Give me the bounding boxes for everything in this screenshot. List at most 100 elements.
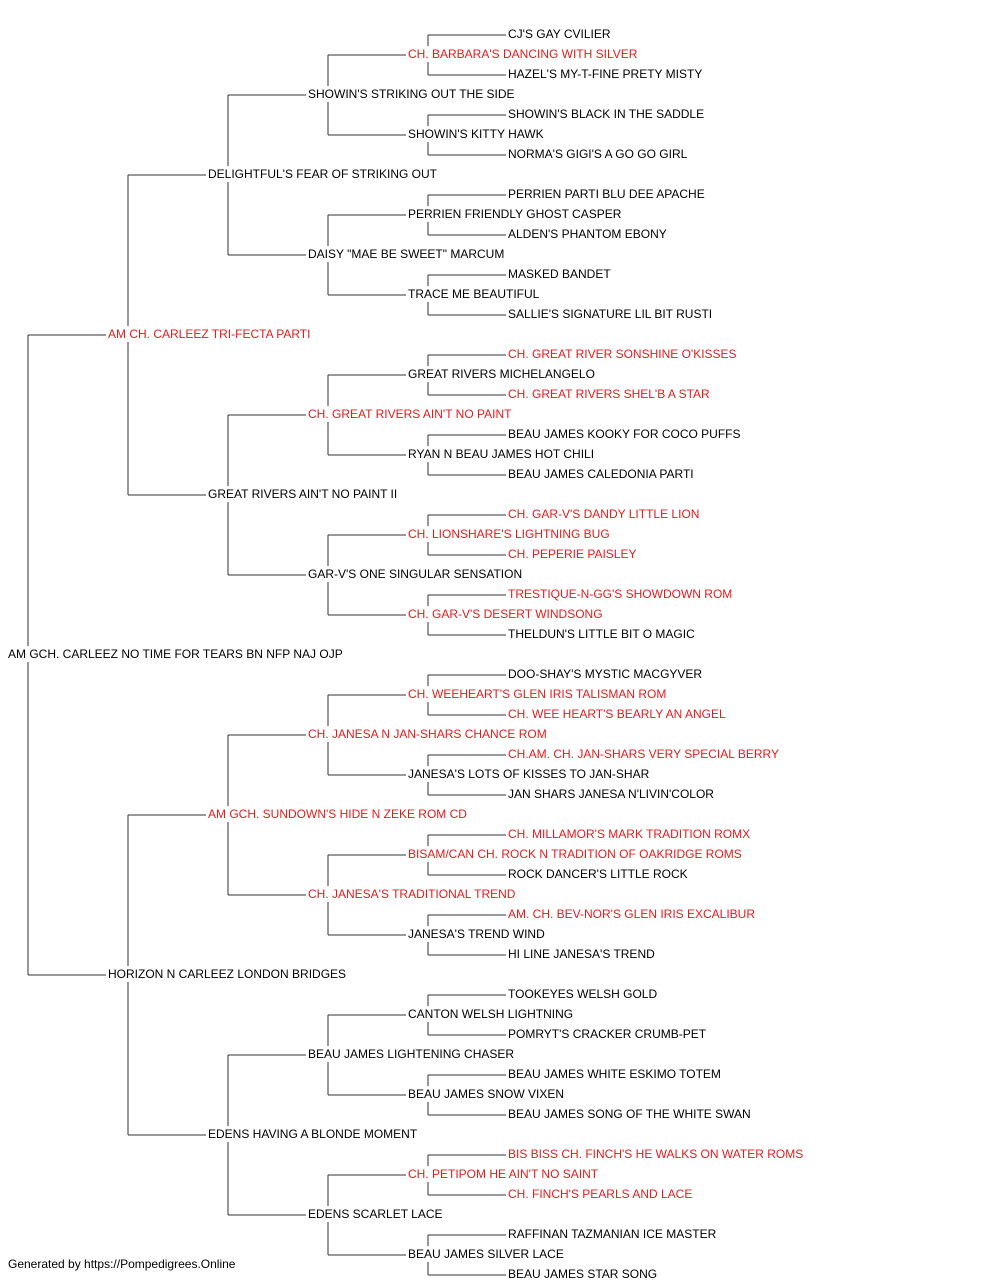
label-background bbox=[406, 766, 652, 782]
ancestor-name: DOO-SHAY'S MYSTIC MACGYVER bbox=[508, 667, 702, 681]
ancestor-name: THELDUN'S LITTLE BIT O MAGIC bbox=[508, 627, 695, 641]
label-background bbox=[506, 186, 707, 202]
label-background bbox=[506, 266, 614, 282]
label-background bbox=[406, 926, 548, 942]
ancestor-name: PERRIEN FRIENDLY GHOST CASPER bbox=[408, 207, 622, 221]
ancestor-name: HAZEL'S MY-T-FINE PRETY MISTY bbox=[508, 67, 702, 81]
ancestor-name: HI LINE JANESA'S TREND bbox=[508, 947, 655, 961]
ancestor-name: TOOKEYES WELSH GOLD bbox=[508, 987, 657, 1001]
ancestor-name: BEAU JAMES SNOW VIXEN bbox=[408, 1087, 564, 1101]
label-background bbox=[506, 1026, 709, 1042]
ancestor-name: EDENS SCARLET LACE bbox=[308, 1207, 443, 1221]
label-background bbox=[6, 646, 345, 662]
label-background bbox=[406, 286, 542, 302]
ancestor-name: BEAU JAMES SILVER LACE bbox=[408, 1247, 564, 1261]
label-background bbox=[506, 906, 758, 922]
ancestor-name: BISAM/CAN CH. ROCK N TRADITION OF OAKRID… bbox=[408, 847, 742, 861]
label-background bbox=[506, 546, 639, 562]
ancestor-name: RAFFINAN TAZMANIAN ICE MASTER bbox=[508, 1227, 717, 1241]
ancestor-name: CH. JANESA'S TRADITIONAL TREND bbox=[308, 887, 516, 901]
ancestor-name: HORIZON N CARLEEZ LONDON BRIDGES bbox=[108, 967, 346, 981]
label-background bbox=[406, 1166, 601, 1182]
ancestor-name: CJ'S GAY CVILIER bbox=[508, 27, 611, 41]
ancestor-name: SHOWIN'S KITTY HAWK bbox=[408, 127, 544, 141]
label-background bbox=[106, 326, 313, 342]
ancestor-name: CH. FINCH'S PEARLS AND LACE bbox=[508, 1187, 692, 1201]
label-background bbox=[406, 1086, 567, 1102]
ancestor-name: SALLIE'S SIGNATURE LIL BIT RUSTI bbox=[508, 307, 712, 321]
label-background bbox=[506, 26, 613, 42]
label-background bbox=[406, 1006, 576, 1022]
label-background bbox=[506, 1106, 753, 1122]
label-background bbox=[206, 166, 440, 182]
ancestor-name: BEAU JAMES WHITE ESKIMO TOTEM bbox=[508, 1067, 721, 1081]
ancestor-name: ROCK DANCER'S LITTLE ROCK bbox=[508, 867, 688, 881]
ancestor-name: DAISY "MAE BE SWEET" MARCUM bbox=[308, 247, 504, 261]
label-background bbox=[506, 466, 696, 482]
ancestor-name: CH.AM. CH. JAN-SHARS VERY SPECIAL BERRY bbox=[508, 747, 779, 761]
label-background bbox=[406, 366, 597, 382]
ancestor-name: BEAU JAMES KOOKY FOR COCO PUFFS bbox=[508, 427, 740, 441]
label-background bbox=[406, 686, 669, 702]
ancestor-name: JAN SHARS JANESA N'LIVIN'COLOR bbox=[508, 787, 714, 801]
label-background bbox=[506, 1146, 806, 1162]
label-background bbox=[306, 886, 518, 902]
label-background bbox=[306, 86, 517, 102]
label-background bbox=[406, 126, 546, 142]
label-background bbox=[406, 46, 640, 62]
ancestor-name: TRESTIQUE-N-GG'S SHOWDOWN ROM bbox=[508, 587, 732, 601]
label-background bbox=[506, 866, 690, 882]
ancestor-name: RYAN N BEAU JAMES HOT CHILI bbox=[408, 447, 594, 461]
ancestor-name: CH. GREAT RIVERS AIN'T NO PAINT bbox=[308, 407, 512, 421]
ancestor-name: JANESA'S LOTS OF KISSES TO JAN-SHAR bbox=[408, 767, 650, 781]
label-background bbox=[506, 346, 739, 362]
ancestor-name: BEAU JAMES LIGHTENING CHASER bbox=[308, 1047, 514, 1061]
label-background bbox=[306, 726, 549, 742]
ancestor-name: CH. MILLAMOR'S MARK TRADITION ROMX bbox=[508, 827, 750, 841]
label-background bbox=[506, 306, 715, 322]
ancestor-name: JANESA'S TREND WIND bbox=[408, 927, 545, 941]
label-background bbox=[406, 606, 605, 622]
label-background bbox=[406, 1246, 566, 1262]
label-background bbox=[406, 446, 597, 462]
ancestor-name: MASKED BANDET bbox=[508, 267, 611, 281]
ancestor-name: GREAT RIVERS MICHELANGELO bbox=[408, 367, 595, 381]
ancestor-name: CH. PEPERIE PAISLEY bbox=[508, 547, 637, 561]
label-background bbox=[506, 1266, 660, 1280]
label-background bbox=[506, 826, 753, 842]
ancestor-name: CH. WEE HEART'S BEARLY AN ANGEL bbox=[508, 707, 726, 721]
label-background bbox=[306, 1046, 517, 1062]
ancestor-name: BIS BISS CH. FINCH'S HE WALKS ON WATER R… bbox=[508, 1147, 803, 1161]
label-background bbox=[506, 386, 713, 402]
ancestor-name: CH. GREAT RIVERS SHEL'B A STAR bbox=[508, 387, 710, 401]
ancestor-name: CH. LIONSHARE'S LIGHTNING BUG bbox=[408, 527, 610, 541]
label-background bbox=[406, 526, 612, 542]
label-background bbox=[206, 806, 470, 822]
ancestor-name: BEAU JAMES STAR SONG bbox=[508, 1267, 657, 1280]
label-background bbox=[506, 1186, 695, 1202]
subject-dog-name: AM GCH. CARLEEZ NO TIME FOR TEARS BN NFP… bbox=[8, 647, 343, 661]
ancestor-name: EDENS HAVING A BLONDE MOMENT bbox=[208, 1127, 418, 1141]
label-background bbox=[306, 406, 515, 422]
label-background bbox=[506, 106, 707, 122]
ancestor-name: POMRYT'S CRACKER CRUMB-PET bbox=[508, 1027, 707, 1041]
ancestor-name: PERRIEN PARTI BLU DEE APACHE bbox=[508, 187, 705, 201]
ancestor-name: BEAU JAMES CALEDONIA PARTI bbox=[508, 467, 694, 481]
ancestor-name: TRACE ME BEAUTIFUL bbox=[408, 287, 540, 301]
ancestor-name: SHOWIN'S STRIKING OUT THE SIDE bbox=[308, 87, 515, 101]
label-background bbox=[506, 626, 698, 642]
label-background bbox=[506, 746, 781, 762]
label-background bbox=[506, 586, 735, 602]
label-background bbox=[506, 146, 690, 162]
ancestor-name: CH. WEEHEART'S GLEN IRIS TALISMAN ROM bbox=[408, 687, 666, 701]
ancestor-name: SHOWIN'S BLACK IN THE SADDLE bbox=[508, 107, 704, 121]
ancestor-name: AM. CH. BEV-NOR'S GLEN IRIS EXCALIBUR bbox=[508, 907, 755, 921]
label-background bbox=[106, 966, 349, 982]
ancestor-name: CANTON WELSH LIGHTNING bbox=[408, 1007, 573, 1021]
label-background bbox=[206, 1126, 420, 1142]
label-background bbox=[406, 846, 744, 862]
label-background bbox=[306, 1206, 445, 1222]
label-background bbox=[506, 946, 658, 962]
label-background bbox=[506, 1066, 723, 1082]
